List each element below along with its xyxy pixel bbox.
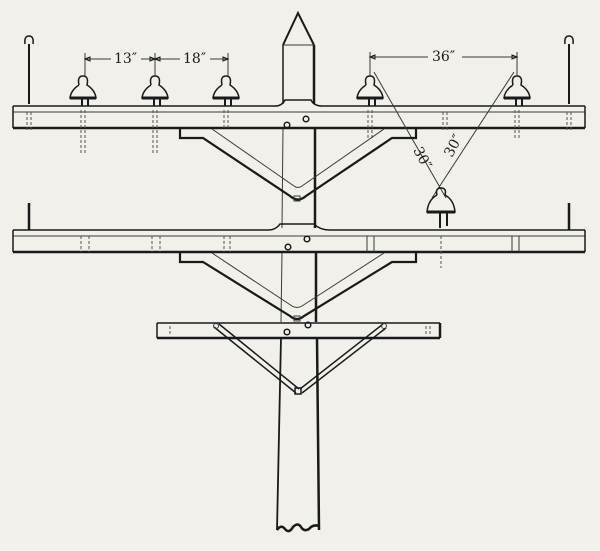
brace-middle: [178, 252, 418, 322]
bolt-icon: [283, 121, 291, 129]
insulator-icon: [141, 75, 169, 154]
bolt-icon: [284, 243, 292, 251]
pole: [275, 10, 321, 533]
crossarm-top: [12, 99, 586, 130]
brace-top: [178, 128, 418, 202]
insulator-icon: [426, 187, 456, 228]
bolt-icon: [283, 328, 291, 336]
dimension-label-13: 13″: [114, 51, 137, 67]
end-pin-left: [24, 35, 34, 104]
crossarm-bottom: [156, 321, 442, 340]
diagonal-label-right: 30″: [441, 132, 466, 160]
crossarm-middle: [12, 223, 586, 268]
insulator-icon: [69, 75, 97, 154]
insulators-top: [69, 75, 531, 154]
brace-bottom-rods: [213, 323, 387, 395]
diagonal-label-left: 30″: [409, 144, 434, 172]
insulator-icon: [356, 75, 384, 140]
dimension-label-36: 36″: [432, 49, 455, 65]
bolt-icon: [302, 115, 310, 123]
insulator-icon: [212, 75, 240, 130]
bolt-icon: [304, 321, 312, 329]
insulator-icon: [503, 75, 531, 140]
end-pin-right: [564, 35, 574, 104]
diagonal-measure-lines: [373, 71, 515, 199]
dimension-label-18: 18″: [183, 51, 206, 67]
dimension-lines-top: [83, 48, 519, 76]
bolt-icon: [303, 235, 311, 243]
